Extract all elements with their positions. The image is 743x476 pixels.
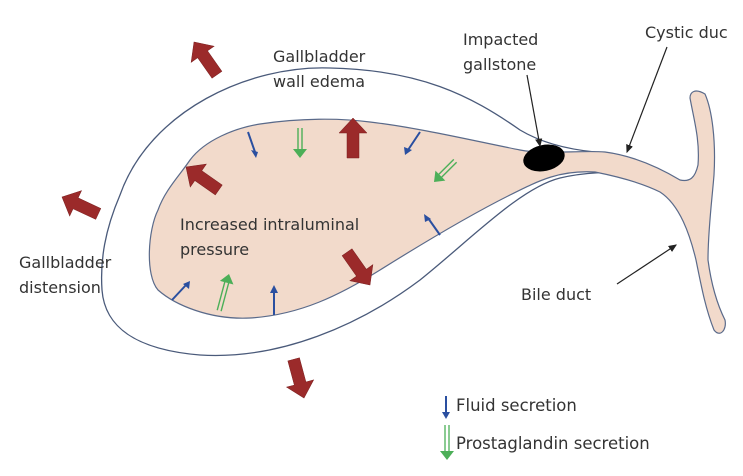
- gallstone-pointer: [526, 74, 543, 148]
- distension-label-line1: Gallbladder: [19, 253, 112, 272]
- legend-fluid-icon: [442, 396, 450, 419]
- cystic-duct-label: Cystic duc: [645, 23, 728, 42]
- fluid-arrow: [247, 131, 258, 158]
- fluid-arrows: [171, 131, 441, 315]
- pressure-label-line1: Increased intraluminal: [180, 215, 359, 234]
- fluid-arrow: [404, 131, 421, 155]
- distension-label-line2: distension: [19, 278, 101, 297]
- pressure-arrow: [285, 357, 315, 399]
- legend: Fluid secretion Prostaglandin secretion: [440, 396, 650, 460]
- fluid-arrow: [424, 214, 441, 236]
- bile-duct-pointer: [616, 244, 678, 285]
- fluid-arrow: [171, 281, 190, 301]
- prostaglandin-arrow: [434, 158, 458, 182]
- pressure-arrow: [61, 190, 102, 220]
- pressure-arrow: [341, 248, 374, 286]
- wall-edema-label-line1: Gallbladder: [273, 47, 366, 66]
- wall-edema-label-line2: wall edema: [273, 72, 365, 91]
- legend-prostaglandin-label: Prostaglandin secretion: [456, 434, 650, 453]
- prostaglandin-arrow: [293, 128, 307, 158]
- cystic-duct-pointer: [626, 46, 668, 154]
- prostaglandin-arrows: [216, 128, 458, 312]
- gallbladder-lumen: [148, 90, 726, 334]
- legend-fluid-label: Fluid secretion: [456, 396, 577, 415]
- pressure-arrow: [338, 117, 368, 159]
- legend-prostaglandin-icon: [440, 425, 454, 460]
- fluid-arrow: [270, 285, 278, 315]
- gallstone-label-line1: Impacted: [463, 30, 538, 49]
- pressure-arrows: [61, 41, 374, 399]
- impacted-gallstone: [523, 144, 565, 172]
- pressure-arrow: [185, 163, 223, 196]
- prostaglandin-arrow: [216, 274, 234, 312]
- bile-duct-label: Bile duct: [521, 285, 591, 304]
- gallstone-label-line2: gallstone: [463, 55, 536, 74]
- pressure-label-line2: pressure: [180, 240, 249, 259]
- pressure-arrow: [190, 41, 223, 79]
